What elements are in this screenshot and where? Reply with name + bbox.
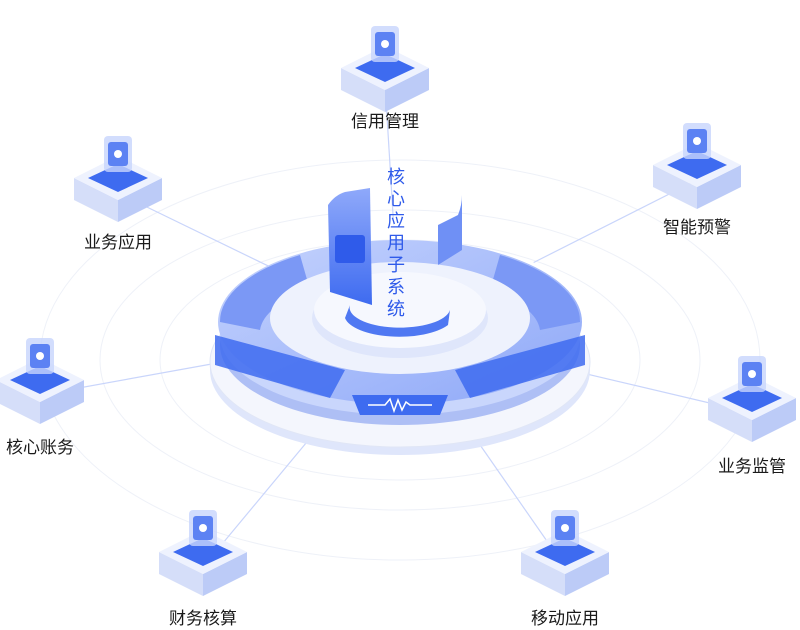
cube-right-face xyxy=(40,380,84,424)
chart-monitor-icon xyxy=(738,356,766,392)
node-label: 核心账务 xyxy=(6,438,74,457)
central-platform xyxy=(209,188,591,455)
cube-inset xyxy=(355,54,415,82)
cube-right-face xyxy=(565,552,609,596)
node-2[interactable] xyxy=(708,356,796,442)
node-label: 业务监管 xyxy=(718,457,786,476)
cube-right-face xyxy=(203,552,247,596)
cube-right-face xyxy=(697,165,741,209)
center-title: 核心应用子系统 xyxy=(387,167,405,319)
computer-monitor-icon xyxy=(104,136,132,172)
node-3[interactable] xyxy=(521,510,609,596)
node-label: 移动应用 xyxy=(531,609,599,628)
cube-inset xyxy=(535,538,595,566)
cube-right-face xyxy=(385,68,429,112)
cube-left-face xyxy=(653,165,697,209)
node-1[interactable] xyxy=(653,123,741,209)
cube-inset xyxy=(10,366,70,394)
node-6[interactable] xyxy=(74,136,162,222)
alarm-icon xyxy=(683,123,711,159)
node-label: 财务核算 xyxy=(169,609,237,628)
cube-inset xyxy=(173,538,233,566)
cube-inset xyxy=(722,384,782,412)
cube-left-face xyxy=(708,398,752,442)
screen-panel-right xyxy=(438,195,462,265)
node-5[interactable] xyxy=(0,338,84,424)
document-icon xyxy=(26,338,54,374)
pulse-wave-icon xyxy=(368,397,432,414)
cube-left-face xyxy=(74,178,118,222)
cube-left-face xyxy=(341,68,385,112)
cube-right-face xyxy=(118,178,162,222)
cube-right-face xyxy=(752,398,796,442)
node-4[interactable] xyxy=(159,510,247,596)
cube-inset xyxy=(667,151,727,179)
coin-hand-icon xyxy=(371,26,399,62)
money-bag-icon xyxy=(189,510,217,546)
cube-left-face xyxy=(0,382,40,424)
cube-left-face xyxy=(159,552,203,596)
node-label: 业务应用 xyxy=(84,233,152,252)
cube-left-face xyxy=(521,552,565,596)
node-0[interactable] xyxy=(341,26,429,112)
cube-inset xyxy=(88,164,148,192)
node-label: 智能预警 xyxy=(663,218,731,237)
node-label: 信用管理 xyxy=(351,112,419,131)
mobile-phone-icon xyxy=(551,510,579,546)
